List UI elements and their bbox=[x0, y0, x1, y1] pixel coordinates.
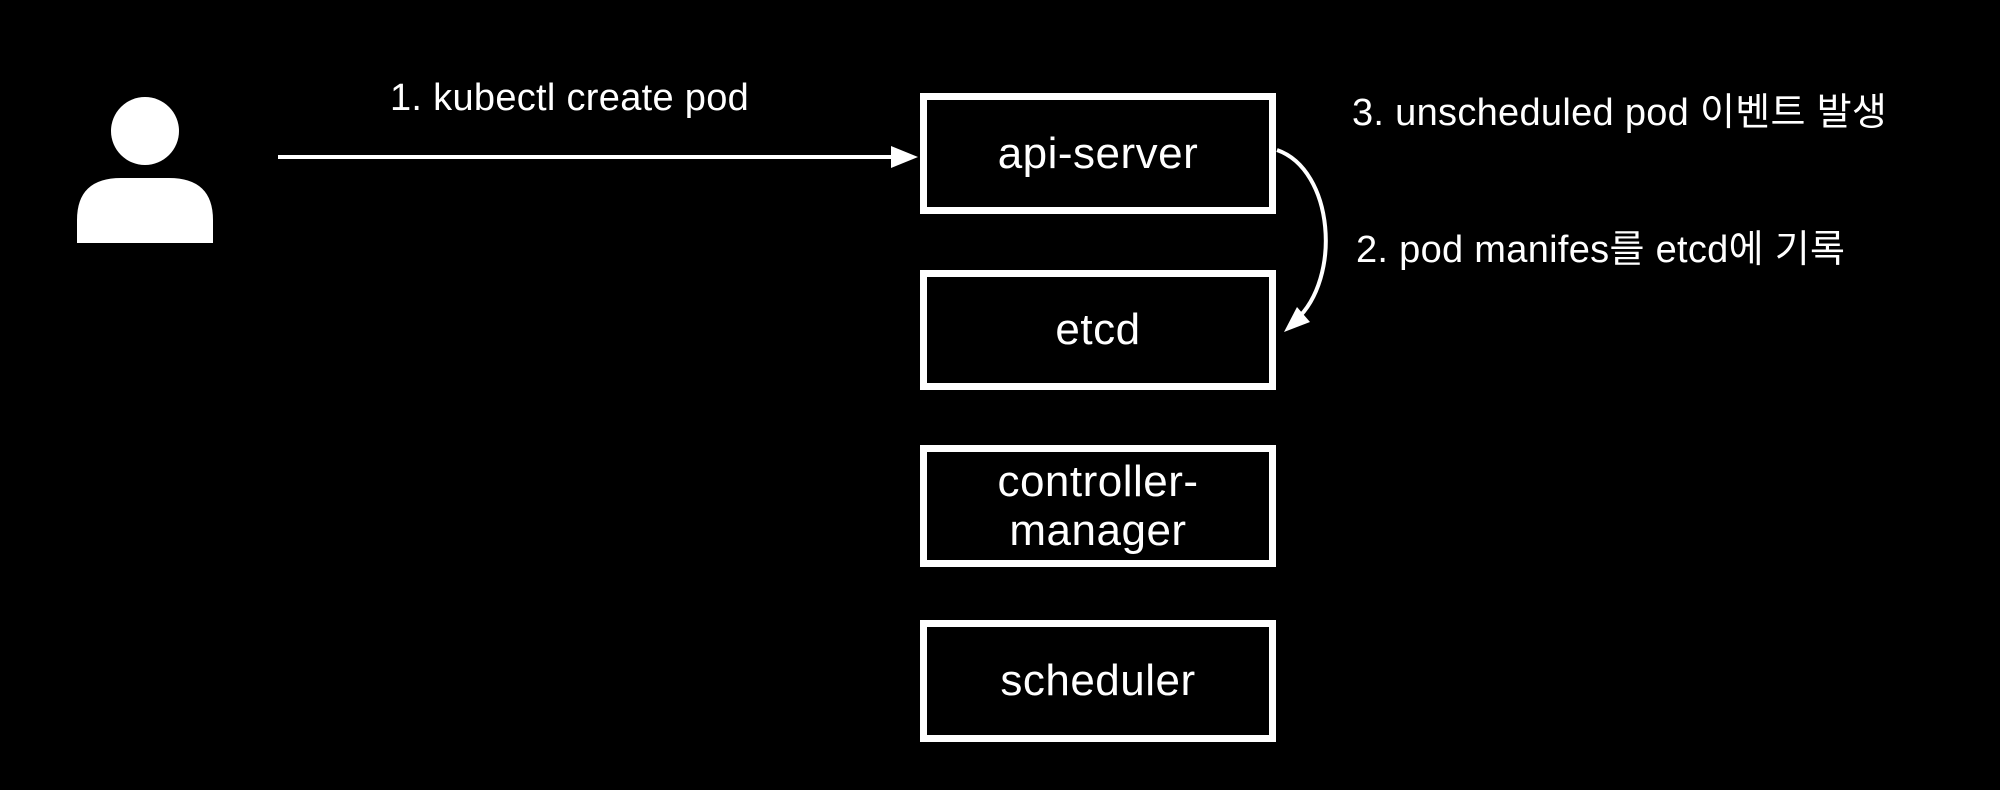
person-icon bbox=[77, 97, 213, 243]
node-scheduler: scheduler bbox=[920, 620, 1276, 742]
arrow-user-to-api-server bbox=[278, 146, 918, 168]
node-controller-manager: controller- manager bbox=[920, 445, 1276, 567]
annotation-step-2-pod-manifest-to-etcd: 2. pod manifes를 etcd에 기록 bbox=[1356, 229, 1846, 271]
node-etcd: etcd bbox=[920, 270, 1276, 390]
node-api-server: api-server bbox=[920, 93, 1276, 214]
annotation-step-3-unscheduled-pod-event: 3. unscheduled pod 이벤트 발생 bbox=[1352, 92, 1888, 134]
arrow-api-server-to-etcd bbox=[1276, 148, 1328, 332]
annotation-step-1-kubectl-create-pod: 1. kubectl create pod bbox=[390, 77, 750, 119]
